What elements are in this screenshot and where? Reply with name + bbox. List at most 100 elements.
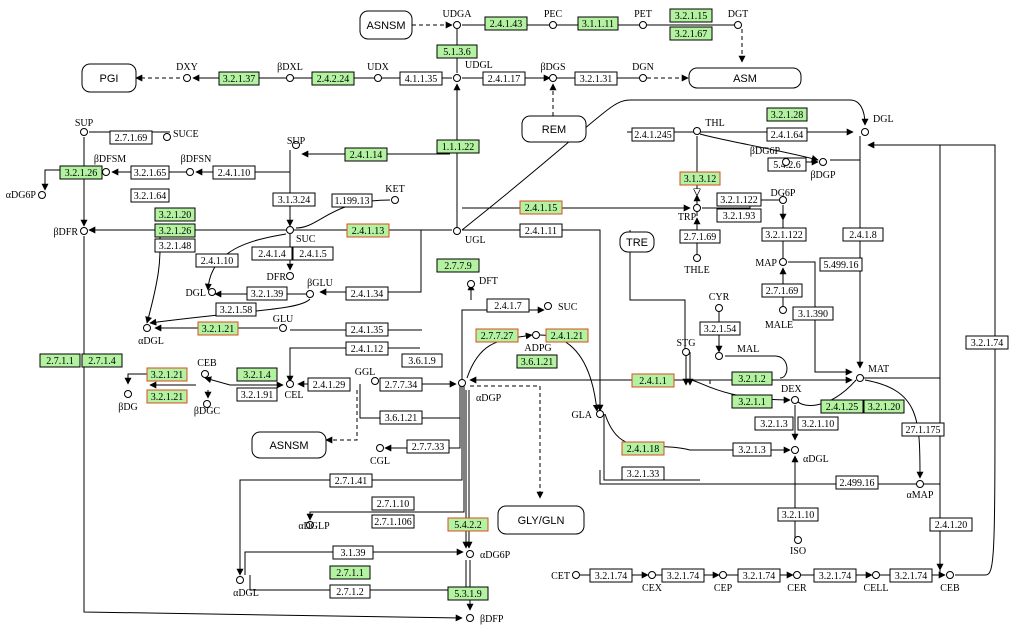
compound-node[interactable]: UDGL bbox=[453, 60, 493, 82]
enzyme-box[interactable]: 5.3.1.9 bbox=[447, 586, 489, 601]
compound-node[interactable]: βDFR bbox=[53, 227, 88, 238]
enzyme-box[interactable]: 5.1.3.6 bbox=[436, 44, 478, 59]
enzyme-box[interactable]: 2.4.1.11 bbox=[519, 223, 563, 238]
enzyme-box[interactable]: 3.2.1.37 bbox=[218, 71, 260, 86]
compound-node[interactable]: CELL bbox=[864, 571, 889, 595]
compound-node[interactable]: CEP bbox=[714, 571, 733, 595]
enzyme-box[interactable]: 3.2.1.1 bbox=[731, 394, 773, 409]
enzyme-box[interactable]: 4.1.1.35 bbox=[399, 71, 443, 86]
enzyme-box[interactable]: 3.2.1.74 bbox=[661, 568, 705, 583]
compound-node[interactable]: DGL bbox=[861, 114, 894, 136]
compound-node[interactable]: βDFP bbox=[466, 614, 504, 625]
compound-node[interactable]: αDG6P bbox=[466, 550, 511, 561]
enzyme-box[interactable]: 3.2.1.10 bbox=[797, 416, 839, 431]
enzyme-box[interactable]: 2.4.1.25 bbox=[820, 399, 864, 414]
enzyme-box[interactable]: 2.7.7.33 bbox=[406, 439, 450, 454]
enzyme-box[interactable]: 3.2.1.26 bbox=[59, 165, 103, 180]
enzyme-box[interactable]: 3.2.1.74 bbox=[965, 335, 1009, 350]
enzyme-box[interactable]: 2.7.1.2 bbox=[329, 584, 371, 599]
enzyme-box[interactable]: 2.499.16 bbox=[835, 475, 879, 490]
compound-node[interactable]: GGL bbox=[355, 367, 379, 385]
compound-node[interactable]: βDG bbox=[118, 390, 138, 414]
enzyme-box[interactable]: 3.6.1.21 bbox=[379, 410, 423, 425]
enzyme-box[interactable]: 2.4.1.34 bbox=[345, 286, 389, 301]
compound-node[interactable]: CEX bbox=[642, 571, 663, 595]
compound-node[interactable]: TRP bbox=[678, 204, 701, 224]
enzyme-box[interactable]: 2.7.1.69 bbox=[109, 130, 153, 145]
compound-node[interactable]: βDGC bbox=[194, 400, 221, 418]
enzyme-box[interactable]: 3.2.1.74 bbox=[889, 568, 933, 583]
enzyme-box[interactable]: 3.2.1.3 bbox=[732, 442, 772, 457]
enzyme-box[interactable]: 2.4.1.245 bbox=[631, 127, 675, 142]
enzyme-box[interactable]: 3.2.1.15 bbox=[669, 8, 713, 23]
enzyme-box[interactable]: 3.2.1.4 bbox=[236, 367, 278, 382]
compound-node[interactable]: DXY bbox=[176, 62, 198, 82]
enzyme-box[interactable]: 2.4.1.14 bbox=[344, 147, 388, 162]
enzyme-box[interactable]: 2.4.2.24 bbox=[311, 71, 355, 86]
compound-node[interactable]: SUC bbox=[544, 302, 578, 313]
compound-node[interactable]: βDG6P bbox=[750, 146, 790, 166]
enzyme-box[interactable]: 3.2.1.2 bbox=[731, 371, 773, 386]
enzyme-box[interactable]: 3.2.1.91 bbox=[236, 387, 278, 402]
enzyme-box[interactable]: 3.2.1.26 bbox=[154, 223, 196, 238]
compound-node[interactable]: CER bbox=[787, 571, 807, 595]
compound-node[interactable]: αDGLP bbox=[298, 521, 330, 532]
enzyme-box[interactable]: 2.7.1.69 bbox=[679, 229, 721, 244]
map-link-asnsm[interactable]: ASNSM bbox=[251, 431, 327, 459]
compound-node[interactable]: βDFSM bbox=[94, 154, 126, 176]
enzyme-box[interactable]: 3.2.1.74 bbox=[737, 568, 781, 583]
compound-node[interactable]: SUP bbox=[287, 136, 306, 149]
enzyme-box[interactable]: 2.4.1.20 bbox=[929, 517, 973, 532]
enzyme-box[interactable]: 3.1.39 bbox=[332, 545, 374, 560]
enzyme-box[interactable]: 2.4.1.10 bbox=[195, 253, 239, 268]
map-link-asnsm[interactable]: ASNSM bbox=[359, 10, 413, 40]
compound-node[interactable]: DG6P bbox=[770, 188, 796, 204]
compound-node[interactable]: PET bbox=[634, 9, 652, 29]
enzyme-box[interactable]: 2.7.1.106 bbox=[371, 514, 415, 529]
map-link-gly-gln[interactable]: GLY/GLN bbox=[497, 505, 585, 535]
enzyme-box[interactable]: 3.2.1.3 bbox=[754, 416, 794, 431]
compound-node[interactable]: MALE bbox=[765, 306, 793, 332]
compound-node[interactable]: THL bbox=[693, 118, 725, 135]
enzyme-box[interactable]: 3.2.1.74 bbox=[589, 568, 633, 583]
enzyme-box[interactable]: 3.2.1.21 bbox=[197, 321, 239, 336]
compound-node[interactable]: βDGS bbox=[540, 62, 566, 82]
enzyme-box[interactable]: 3.2.1.31 bbox=[574, 71, 618, 86]
enzyme-box[interactable]: 3.1.3.24 bbox=[272, 192, 316, 207]
compound-node[interactable]: CEB bbox=[940, 571, 960, 595]
enzyme-box[interactable]: 2.7.7.34 bbox=[379, 377, 423, 392]
enzyme-box[interactable]: 2.4.1.12 bbox=[345, 341, 389, 356]
compound-node[interactable]: ADPG bbox=[524, 331, 552, 355]
enzyme-box[interactable]: 3.2.1.93 bbox=[716, 208, 762, 223]
enzyme-box[interactable]: 3.2.1.58 bbox=[215, 302, 257, 317]
enzyme-box[interactable]: 2.4.1.4 bbox=[251, 246, 293, 261]
enzyme-box[interactable]: 3.1.1.11 bbox=[577, 16, 619, 31]
enzyme-box[interactable]: 2.7.1.1 bbox=[329, 565, 371, 580]
compound-node[interactable]: MAT bbox=[856, 364, 890, 382]
compound-node[interactable]: CEB bbox=[197, 358, 217, 378]
compound-node[interactable]: βDFSN bbox=[181, 154, 212, 176]
enzyme-box[interactable]: 3.2.1.122 bbox=[716, 192, 762, 207]
compound-node[interactable]: αDGP bbox=[458, 379, 502, 405]
enzyme-box[interactable]: 2.4.1.10 bbox=[212, 165, 256, 180]
enzyme-box[interactable]: 2.4.1.35 bbox=[345, 322, 389, 337]
enzyme-box[interactable]: 3.2.1.10 bbox=[777, 507, 819, 522]
compound-node[interactable]: αDG6P bbox=[6, 190, 46, 201]
enzyme-box[interactable]: 2.4.1.15 bbox=[519, 200, 563, 215]
enzyme-box[interactable]: 3.1.3.12 bbox=[679, 171, 721, 186]
compound-node[interactable]: MAP bbox=[755, 258, 787, 269]
enzyme-box[interactable]: 2.7.1.4 bbox=[81, 353, 123, 368]
compound-node[interactable]: CGL bbox=[370, 444, 390, 468]
enzyme-box[interactable]: 2.4.1.1 bbox=[631, 373, 675, 388]
compound-node[interactable]: αDGL bbox=[138, 324, 164, 348]
compound-node[interactable]: DGT bbox=[728, 9, 749, 29]
enzyme-box[interactable]: 3.2.1.21 bbox=[146, 367, 188, 382]
map-link-rem[interactable]: REM bbox=[521, 115, 587, 143]
enzyme-box[interactable]: 3.2.1.39 bbox=[246, 286, 288, 301]
compound-node[interactable]: αDGL bbox=[791, 446, 829, 466]
enzyme-box[interactable]: 5.4.2.2 bbox=[447, 517, 489, 532]
compound-node[interactable]: DGL bbox=[185, 288, 216, 299]
compound-node[interactable]: UGL bbox=[453, 227, 486, 247]
enzyme-box[interactable]: 3.2.1.33 bbox=[621, 466, 665, 481]
map-link-pgi[interactable]: PGI bbox=[81, 63, 137, 93]
